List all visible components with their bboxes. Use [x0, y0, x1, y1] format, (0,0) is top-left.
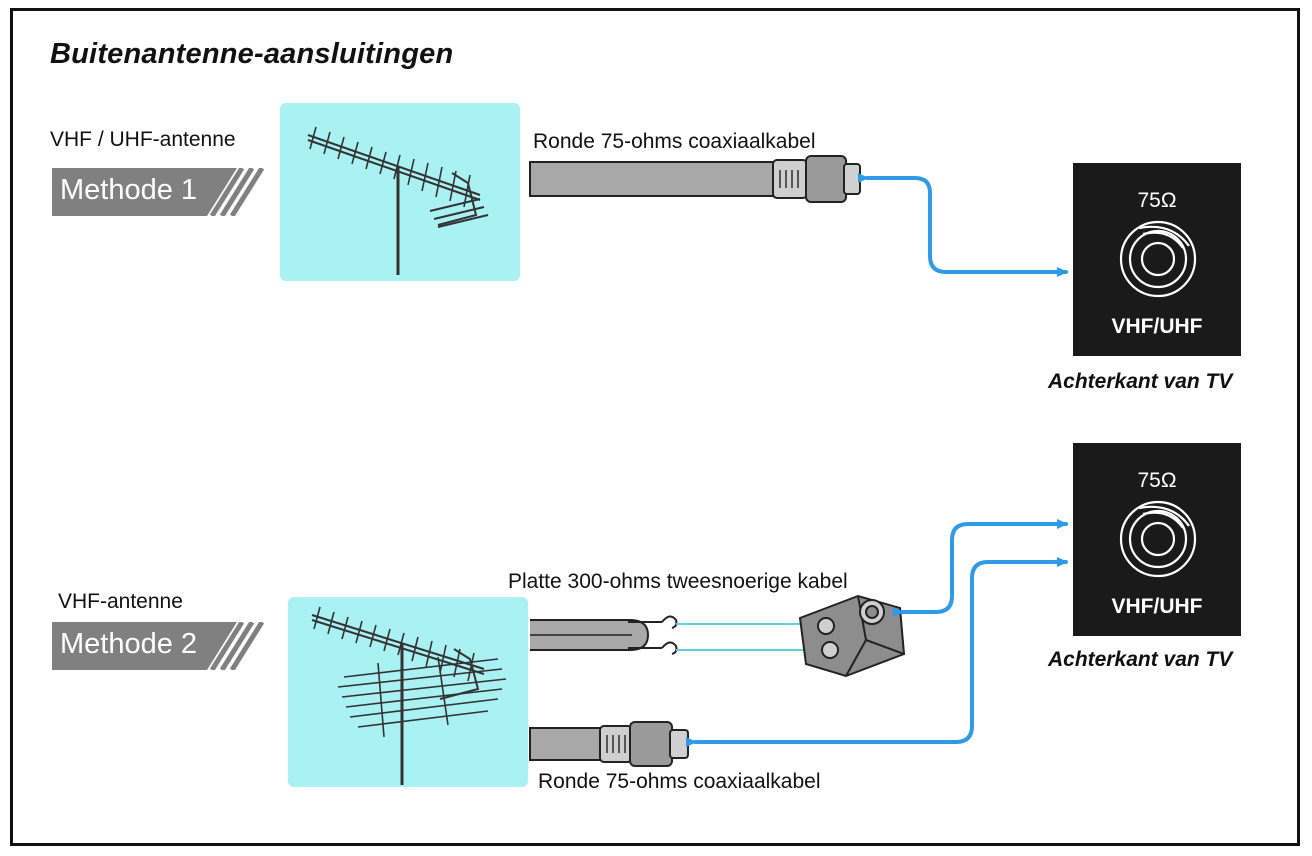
arrow-method2-transformer: [893, 519, 1068, 617]
arrow-method1: [858, 173, 1068, 277]
method1-antenna-picture: [280, 103, 520, 281]
page-title: Buitenantenne-aansluitingen: [50, 38, 454, 70]
method1-cable-label: Ronde 75-ohms coaxiaalkabel: [533, 130, 816, 153]
tv-panel-2-band: VHF/UHF: [1111, 595, 1203, 618]
diagram-frame: [10, 8, 1300, 846]
tv-panel-2-impedance: 75Ω: [1137, 469, 1177, 492]
tv-rear-panel-2: 75Ω VHF/UHF: [1073, 443, 1241, 636]
method2-coax-cable-label: Ronde 75-ohms coaxiaalkabel: [538, 770, 821, 793]
yagi-antenna-icon: [307, 126, 489, 275]
tv-panel-1-band: VHF/UHF: [1111, 315, 1203, 338]
tv-panel-2-caption: Achterkant van TV: [1048, 648, 1233, 671]
arrow-method2-coax: [686, 557, 1068, 747]
method2-antenna-label: VHF-antenne: [58, 590, 183, 613]
tv-panel-1-caption: Achterkant van TV: [1048, 370, 1233, 393]
dual-yagi-antenna-icon: [311, 606, 507, 785]
method-tag-shape: [52, 168, 265, 216]
method-tag-shape: [52, 622, 265, 670]
method2-antenna-picture: [288, 597, 528, 787]
method1-tag: Methode 1: [52, 168, 272, 216]
method2-tag: Methode 2: [52, 622, 272, 670]
method1-label: Methode 1: [60, 174, 198, 206]
method1-antenna-label: VHF / UHF-antenne: [50, 128, 236, 151]
method2-label: Methode 2: [60, 628, 198, 660]
antenna-socket-icon: [1119, 500, 1197, 578]
tv-panel-1-impedance: 75Ω: [1137, 189, 1177, 212]
tv-rear-panel-1: 75Ω VHF/UHF: [1073, 163, 1241, 356]
antenna-socket-icon: [1119, 220, 1197, 298]
